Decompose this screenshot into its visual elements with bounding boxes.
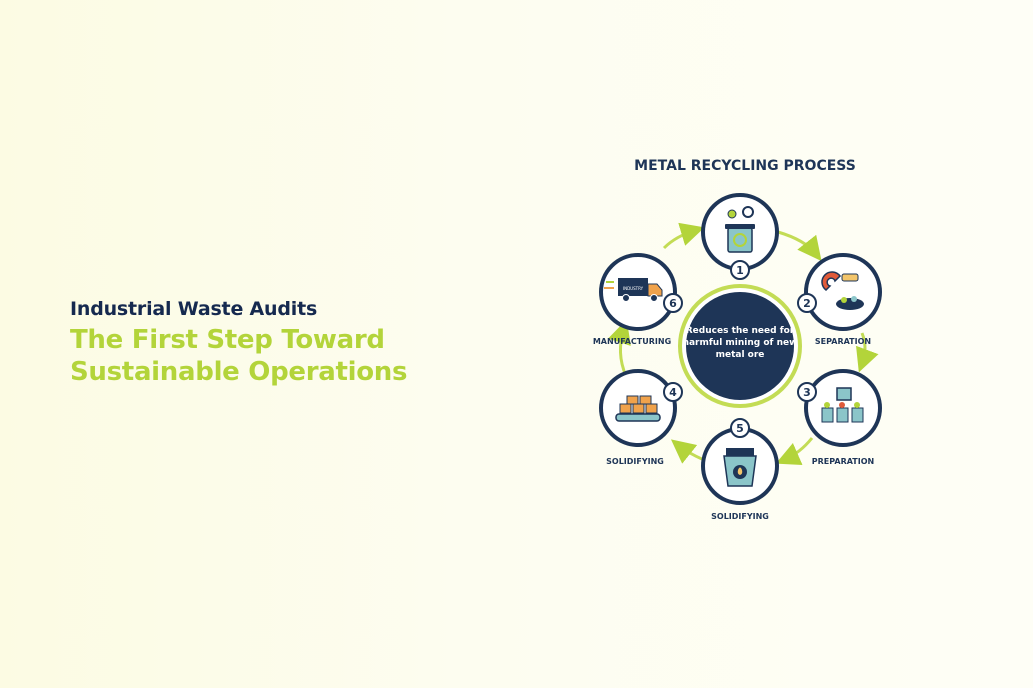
- step-4-number: 4: [669, 386, 677, 399]
- step-3-number: 3: [803, 386, 811, 399]
- cycle-graphic: 1 2: [599, 193, 882, 505]
- recycling-bin-icon: [725, 206, 755, 253]
- furnace-icon: [723, 448, 757, 487]
- step-1-number: 1: [736, 264, 744, 277]
- step-4-label: SOLIDIFYING: [606, 457, 664, 466]
- step-2-number: 2: [803, 297, 811, 310]
- heading-title-line2: Sustainable Operations: [70, 357, 408, 387]
- magnet-icon: [821, 271, 864, 310]
- heading-title: The First Step Toward Sustainable Operat…: [70, 324, 407, 388]
- step-1-node: 1: [701, 193, 779, 280]
- shredder-icon: [821, 387, 864, 423]
- step-4-node: 4: [599, 369, 683, 447]
- step-6-label: MANUFACTURING: [592, 337, 672, 346]
- heading-title-line1: The First Step Toward: [70, 325, 385, 355]
- heading-subtitle: Industrial Waste Audits: [70, 298, 318, 320]
- step-6-number: 6: [669, 297, 677, 310]
- hero-heading: Industrial Waste Audits The First Step T…: [70, 298, 407, 388]
- step-5-node: 5: [701, 418, 779, 505]
- step-2-label: SEPARATION: [814, 337, 872, 346]
- step-3-label: PREPARATION: [811, 457, 875, 466]
- center-statement: Reduces the need for harmful mining of n…: [682, 326, 798, 360]
- metal-bars-icon: [615, 395, 661, 422]
- truck-text: INDUSTRY: [623, 286, 644, 291]
- step-6-node: INDUSTRY 6: [599, 253, 683, 331]
- step-3-node: 3: [797, 369, 882, 447]
- step-2-node: 2: [797, 253, 882, 331]
- step-5-label: SOLIDIFYING: [711, 512, 769, 521]
- center-circle: [678, 284, 802, 408]
- delivery-truck-icon: INDUSTRY: [604, 278, 663, 302]
- step-5-number: 5: [736, 422, 744, 435]
- diagram-title: METAL RECYCLING PROCESS: [634, 158, 856, 174]
- metal-recycling-diagram: 1 2: [580, 148, 910, 538]
